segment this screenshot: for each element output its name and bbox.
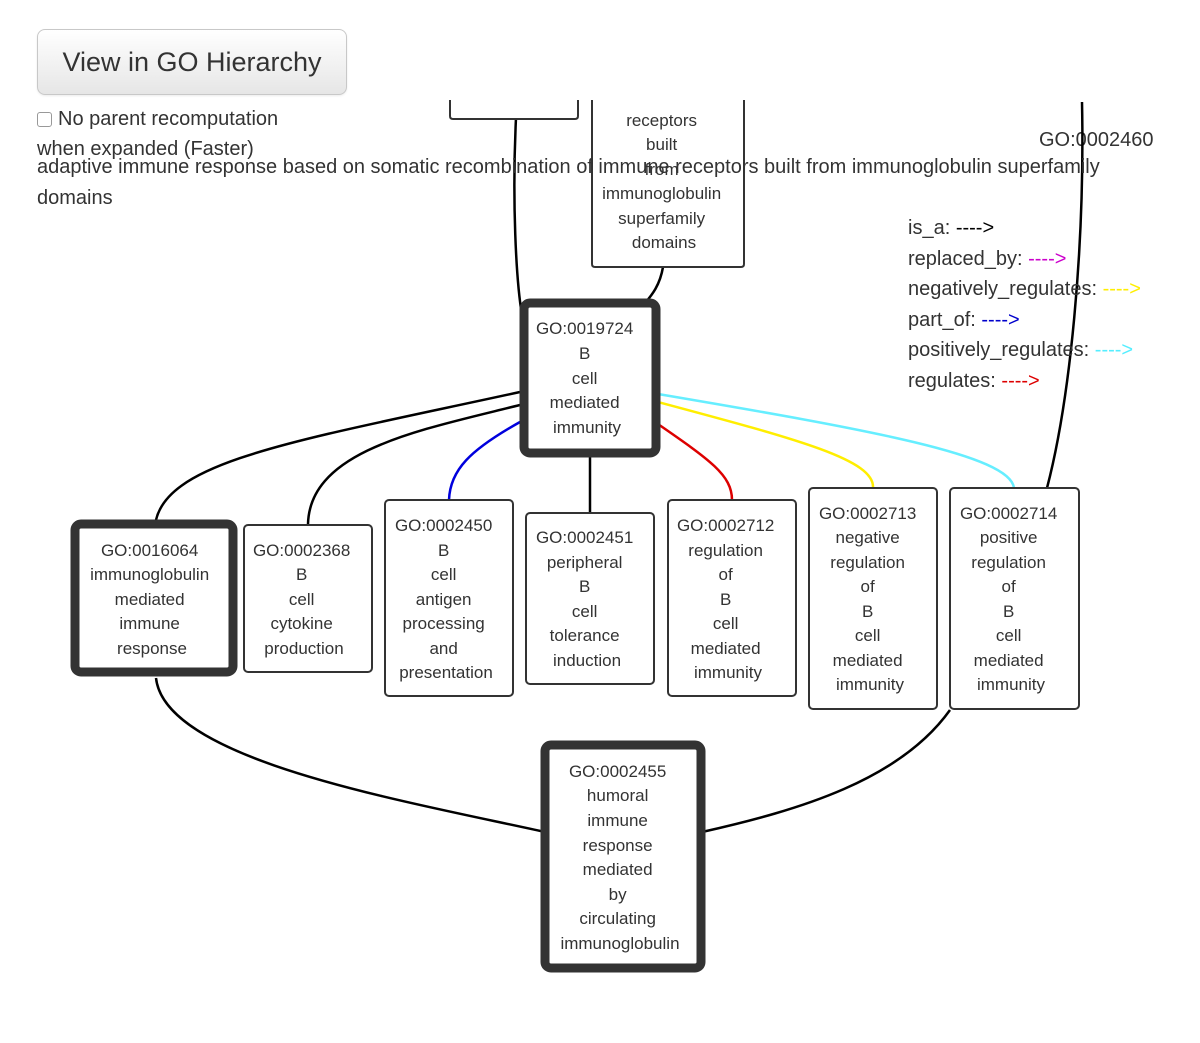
legend-arrow: ----> <box>1028 247 1067 270</box>
node-label: receptors built from immunoglobulin supe… <box>602 111 726 252</box>
edge-negatively-regulates <box>657 400 875 489</box>
node-label: GO:0002455 humoral immune response media… <box>560 762 679 953</box>
node-GO-0002368[interactable]: GO:0002368 B cell cytokine production <box>243 524 373 673</box>
legend-positively-regulates: positively_regulates: ----> <box>908 339 1134 361</box>
node-label: GO:0002714 positive regulation of B cell… <box>960 504 1062 694</box>
no-parent-recomputation-option[interactable]: No parent recomputation <box>37 107 278 131</box>
no-parent-recomputation-label-line2: when expanded (Faster) <box>37 138 254 160</box>
node-label: GO:0002368 B cell cytokine production <box>253 541 355 658</box>
no-parent-recomputation-label: No parent recomputation <box>58 108 279 130</box>
legend-arrow: ----> <box>1094 339 1134 361</box>
edge-is-a <box>154 390 521 521</box>
edge-part-of <box>447 420 521 501</box>
legend-arrow: ----> <box>955 217 995 239</box>
view-in-go-hierarchy-button[interactable]: View in GO Hierarchy <box>37 29 347 95</box>
edge-is-a <box>644 266 665 304</box>
node-top-parent[interactable]: receptors built from immunoglobulin supe… <box>591 100 745 268</box>
legend-arrow: ----> <box>1102 278 1141 300</box>
legend-replaced-by: replaced_by: ----> <box>908 247 1067 270</box>
edge-is-a <box>154 677 546 834</box>
no-parent-recomputation-checkbox[interactable] <box>37 112 52 127</box>
node-label: GO:0002451 peripheral B cell tolerance i… <box>536 528 638 670</box>
edge-is-a <box>701 709 952 834</box>
node-GO-0002450[interactable]: GO:0002450 B cell antigen processing and… <box>384 499 514 697</box>
relationship-legend: is_a: ----> replaced_by: ----> negativel… <box>908 213 1141 396</box>
node-GO-0002455[interactable]: GO:0002455 humoral immune response media… <box>540 740 706 973</box>
edge-is-a <box>1045 101 1084 489</box>
selected-term-description: adaptive immune response based on somati… <box>37 156 1100 209</box>
legend-regulates: regulates: ----> <box>908 369 1040 392</box>
edge-positively-regulates <box>657 392 1016 489</box>
legend-part-of: part_of: ----> <box>908 308 1020 331</box>
node-label: GO:0002712 regulation of B cell mediated… <box>677 516 779 682</box>
edge-is-a <box>513 117 524 316</box>
node-GO-0002451[interactable]: GO:0002451 peripheral B cell tolerance i… <box>525 512 655 685</box>
legend-is-a: is_a: ----> <box>908 217 995 239</box>
node-label: GO:0016064 immunoglobulin mediated immun… <box>90 541 214 658</box>
node-label: GO:0002450 B cell antigen processing and… <box>395 516 497 682</box>
node-GO-0002712[interactable]: GO:0002712 regulation of B cell mediated… <box>667 499 797 697</box>
legend-arrow: ----> <box>981 308 1020 331</box>
edge-regulates <box>654 420 734 501</box>
node-GO-0002713[interactable]: GO:0002713 negative regulation of B cell… <box>808 487 938 710</box>
node-top-left-partial[interactable] <box>449 100 579 120</box>
node-label: GO:0002713 negative regulation of B cell… <box>819 504 921 694</box>
legend-arrow: ----> <box>1001 369 1040 392</box>
selected-term-id: GO:0002460 <box>1039 129 1154 151</box>
node-label: GO:0019724 B cell mediated immunity <box>536 319 638 437</box>
legend-negatively-regulates: negatively_regulates: ----> <box>908 278 1141 300</box>
node-GO-0019724[interactable]: GO:0019724 B cell mediated immunity <box>519 298 661 458</box>
node-GO-0002714[interactable]: GO:0002714 positive regulation of B cell… <box>949 487 1080 710</box>
edge-is-a <box>306 403 521 525</box>
node-GO-0016064[interactable]: GO:0016064 immunoglobulin mediated immun… <box>70 519 238 677</box>
